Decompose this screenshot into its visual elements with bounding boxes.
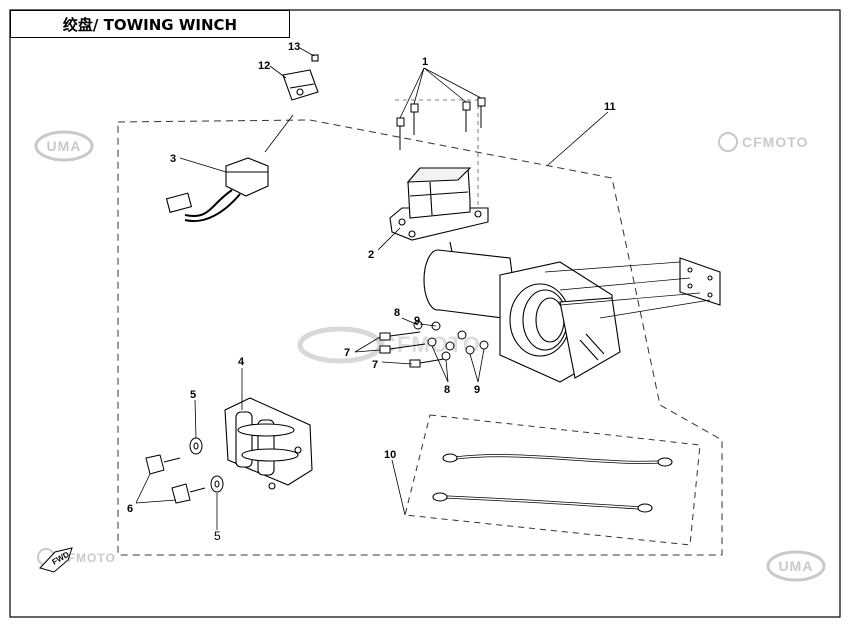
contactor-relay — [389, 167, 489, 241]
switch-bracket — [282, 54, 319, 101]
callout-2: 2 — [368, 249, 374, 261]
mounting-bolts — [379, 320, 489, 368]
switch-module — [165, 157, 269, 223]
battery-cables — [432, 453, 673, 513]
cfmoto-logo-top: CFMOTO — [718, 132, 808, 152]
callout-8a: 8 — [394, 307, 400, 319]
callout-8b: 8 — [444, 384, 450, 396]
callout-12: 12 — [258, 60, 270, 72]
callout-5b: 5 — [214, 529, 221, 543]
relay-bolts — [396, 97, 486, 150]
mounting-plate — [679, 257, 721, 306]
callout-7b: 7 — [372, 359, 378, 371]
uma-text-left: UMA — [47, 138, 82, 154]
callout-4: 4 — [238, 356, 245, 368]
callout-7a: 7 — [344, 347, 350, 359]
assembly-boundary — [117, 119, 723, 556]
uma-logo-right: UMA — [766, 550, 826, 582]
callout-10: 10 — [384, 449, 396, 461]
roller-fairlead — [224, 397, 313, 490]
callout-3: 3 — [170, 153, 176, 165]
fwd-arrow-icon: FWD — [39, 547, 73, 573]
callout-13: 13 — [288, 41, 300, 53]
callout-9b: 9 — [474, 384, 480, 396]
uma-text-right: UMA — [779, 558, 814, 574]
cfmoto-text-bottom: CFMOTO — [58, 551, 116, 565]
callout-11: 11 — [604, 101, 616, 113]
callout-9a: 9 — [414, 315, 420, 327]
diagram-title: 绞盘/ TOWING WINCH — [10, 10, 290, 38]
cfmoto-text-top: CFMOTO — [742, 134, 808, 150]
winch-drum — [499, 261, 621, 383]
fairlead-bolts — [145, 437, 224, 504]
callout-6: 6 — [127, 503, 133, 515]
outer-border — [9, 9, 841, 618]
leader-lines — [135, 47, 609, 530]
cable-group-boundary — [404, 414, 701, 546]
uma-logo-left: UMA — [34, 130, 94, 162]
callout-1: 1 — [422, 56, 428, 68]
callout-5a: 5 — [190, 389, 196, 401]
